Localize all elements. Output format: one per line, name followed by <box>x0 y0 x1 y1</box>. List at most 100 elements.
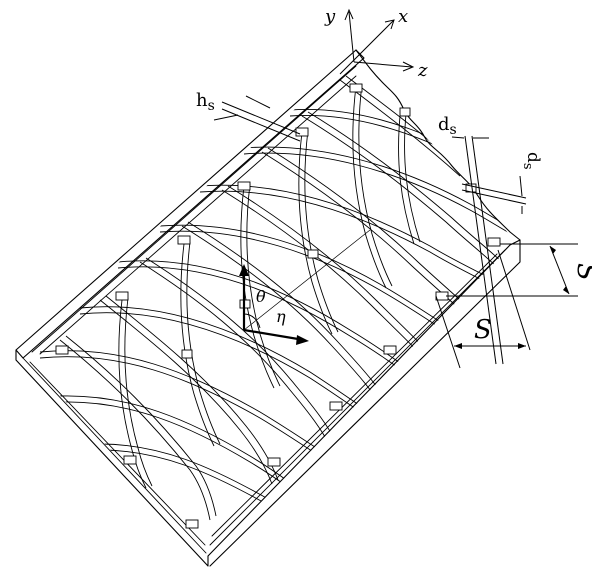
rib-a-5 <box>243 146 515 231</box>
panel-top-wall-inner2 <box>39 75 357 355</box>
rib-width-symbol: d <box>438 114 450 135</box>
axis-y-arrow <box>344 8 354 21</box>
rib-a-m2 <box>99 443 271 501</box>
hs-arrow-a <box>245 95 271 109</box>
rib-c-4b <box>304 129 339 333</box>
rib-c-4 <box>298 131 333 335</box>
ds2-arrow-a <box>519 175 523 197</box>
node <box>383 345 397 355</box>
dimension-arrowheads <box>454 246 569 349</box>
rib-c-1b <box>124 297 153 487</box>
ds-dim-line-1 <box>464 135 497 365</box>
rib-c-2 <box>180 243 215 447</box>
rib-c-6b <box>404 113 421 243</box>
rib-a-m2b <box>99 449 271 507</box>
rib-width2-symbol: d <box>523 152 543 163</box>
axis-y-line <box>348 11 355 63</box>
panel-frame <box>15 49 521 567</box>
rib-b-5 <box>221 189 435 371</box>
node <box>295 127 309 137</box>
node <box>237 181 251 191</box>
rib-b-4 <box>181 225 385 411</box>
cutaway-edge <box>355 49 521 241</box>
panel-left-wall-inner <box>22 357 207 554</box>
node <box>177 235 191 245</box>
axis-z-arrow <box>402 61 415 72</box>
hs-dim-line-1 <box>221 101 301 135</box>
rib-c-3b <box>246 183 281 387</box>
rib-b-3 <box>139 261 331 447</box>
rib-height-symbol: h <box>196 90 208 111</box>
panel-outer-edge <box>15 49 365 359</box>
dimension-lines <box>213 95 578 369</box>
ds-arrow-a <box>451 136 465 139</box>
rib-b-1b <box>65 335 217 517</box>
rib-a-m1 <box>59 395 321 507</box>
rib-height-label: hs <box>196 90 215 114</box>
angle-vector-heads <box>239 264 309 345</box>
eta-arrowhead <box>296 335 309 345</box>
eta-vector <box>243 328 305 342</box>
rib-b-7 <box>301 115 501 271</box>
rib-a-2 <box>117 260 451 399</box>
rib-b-2 <box>99 299 273 485</box>
ds2-dim-line-2 <box>461 189 527 205</box>
node <box>55 345 69 355</box>
ds2-dim-line-1 <box>461 183 527 199</box>
theta-label: θ <box>256 287 266 306</box>
rib-width-subscript: s <box>450 122 457 138</box>
axis-x-label: x <box>398 6 408 27</box>
rib-width-label: ds <box>438 114 457 138</box>
eta-label: η <box>276 307 286 326</box>
rib-a-m1b <box>59 401 321 513</box>
panel-left-wall-inner2 <box>29 361 206 546</box>
node <box>307 249 319 259</box>
s-bottom-ext-1 <box>435 295 461 369</box>
angle-vectors <box>242 272 305 342</box>
axis-z-label: z <box>417 60 428 81</box>
rib-b-5b <box>227 185 441 367</box>
rib-nodes <box>55 83 501 529</box>
spacing-label-bottom: S <box>474 315 492 345</box>
rib-c-5 <box>352 85 387 289</box>
rib-c-3 <box>240 185 275 389</box>
node <box>487 237 501 247</box>
node <box>329 401 343 411</box>
rib-a-5b <box>243 152 515 237</box>
rib-c-6 <box>398 115 415 245</box>
rib-width2-label: ds <box>520 152 543 170</box>
axis-y-label: y <box>324 6 336 27</box>
panel-left-wall <box>15 349 209 567</box>
rib-a-2b <box>117 266 451 405</box>
spacing-label-right: S <box>571 263 592 281</box>
panel-top-wall-inner <box>31 65 357 353</box>
node <box>399 107 411 117</box>
s-right-dim <box>549 245 570 295</box>
node <box>123 455 137 465</box>
axis-x-line <box>339 19 395 75</box>
rib-b-4b <box>187 221 391 407</box>
hs-dim-line-2 <box>221 108 301 142</box>
coordinate-axes <box>339 8 415 75</box>
arrowhead <box>550 246 556 254</box>
angle-arc <box>243 313 261 329</box>
rib-c-2b <box>186 241 221 445</box>
theta-arrowhead <box>239 264 249 276</box>
node <box>349 83 363 93</box>
node <box>115 291 129 301</box>
ds-dim-line-2 <box>471 135 504 365</box>
arrowhead <box>563 286 569 294</box>
panel-right-wall-inner2 <box>211 253 498 537</box>
arrowhead <box>454 343 462 349</box>
s-bottom-ext-2 <box>497 249 531 351</box>
rib-b-1 <box>59 339 211 521</box>
arrowhead <box>518 343 526 349</box>
rib-height-subscript: s <box>208 98 215 114</box>
node <box>181 349 193 359</box>
axis-x-arrow <box>384 19 395 30</box>
rib-b-3b <box>145 257 337 443</box>
rib-a-4 <box>199 184 491 279</box>
node <box>267 457 281 467</box>
rib-c-1 <box>118 299 147 489</box>
